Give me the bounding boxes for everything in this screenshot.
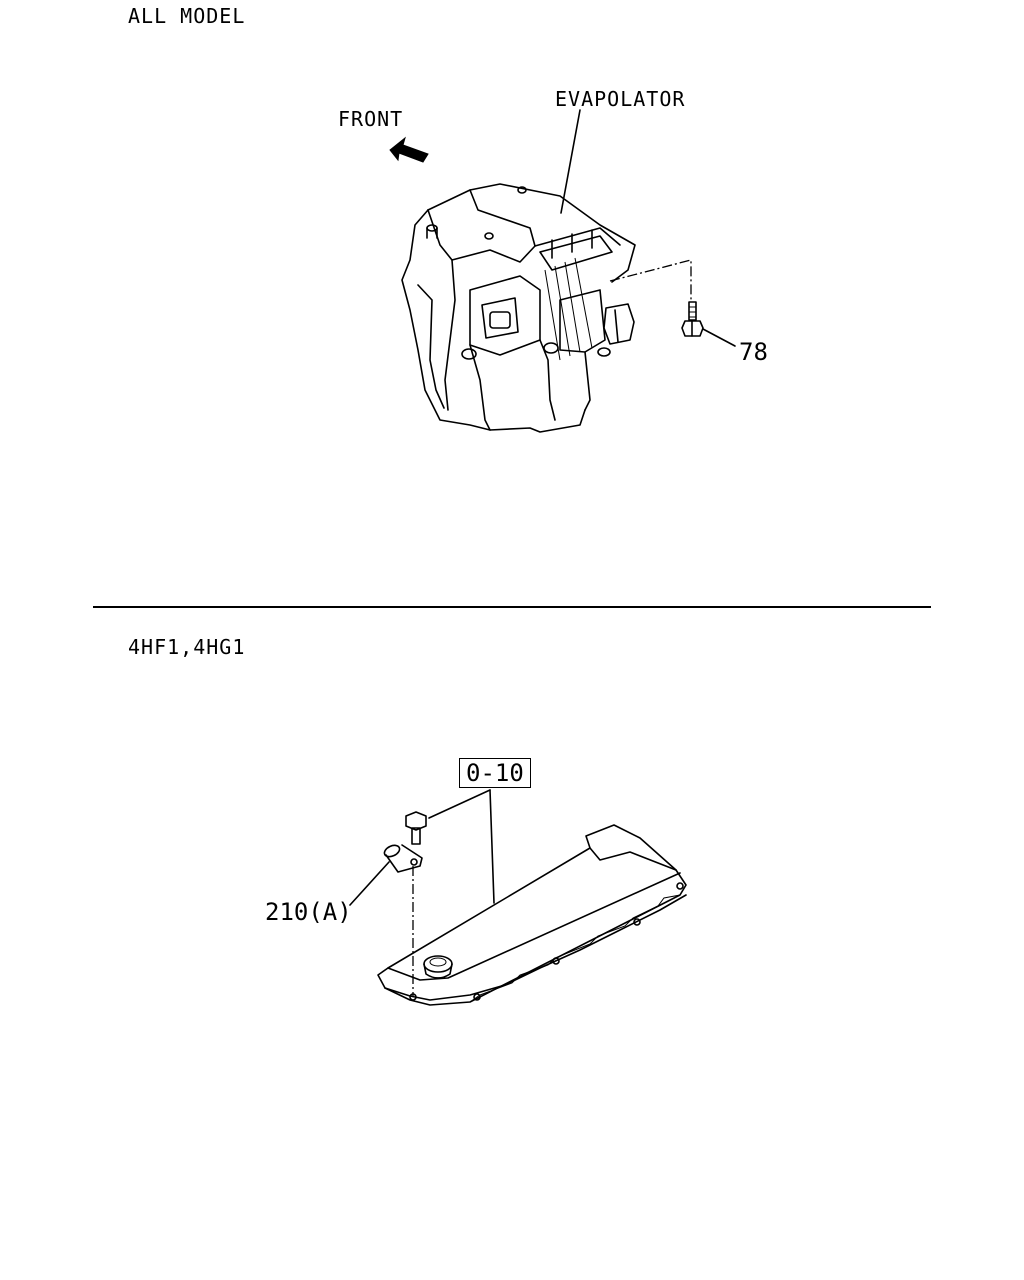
boxed-leader-a [428, 789, 491, 819]
boxed-leader-b [489, 789, 495, 904]
cover-bolt [405, 811, 427, 845]
evaporator-unit [401, 183, 636, 433]
section-heading-4hf1-4hg1: 4HF1,4HG1 [128, 635, 246, 659]
section-heading-all-model: ALL MODEL [128, 4, 246, 28]
cylinder-head-cover [377, 824, 687, 1006]
callout-210a-leader [349, 861, 390, 906]
callout-0-10-boxed: 0-10 [459, 758, 531, 788]
callout-210a: 210(A) [265, 898, 352, 926]
bolt-78-mount-line [609, 259, 692, 300]
bolt-78-leader [702, 328, 736, 347]
callout-78: 78 [739, 338, 768, 366]
front-label: FRONT [338, 107, 404, 131]
evaporator-label: EVAPOLATOR [555, 87, 686, 111]
bolt-78 [681, 301, 704, 337]
arrow-up-left-icon [389, 136, 429, 163]
bracket-clip-210a [383, 844, 423, 873]
section-divider [93, 606, 931, 608]
evaporator-leader [560, 109, 581, 214]
